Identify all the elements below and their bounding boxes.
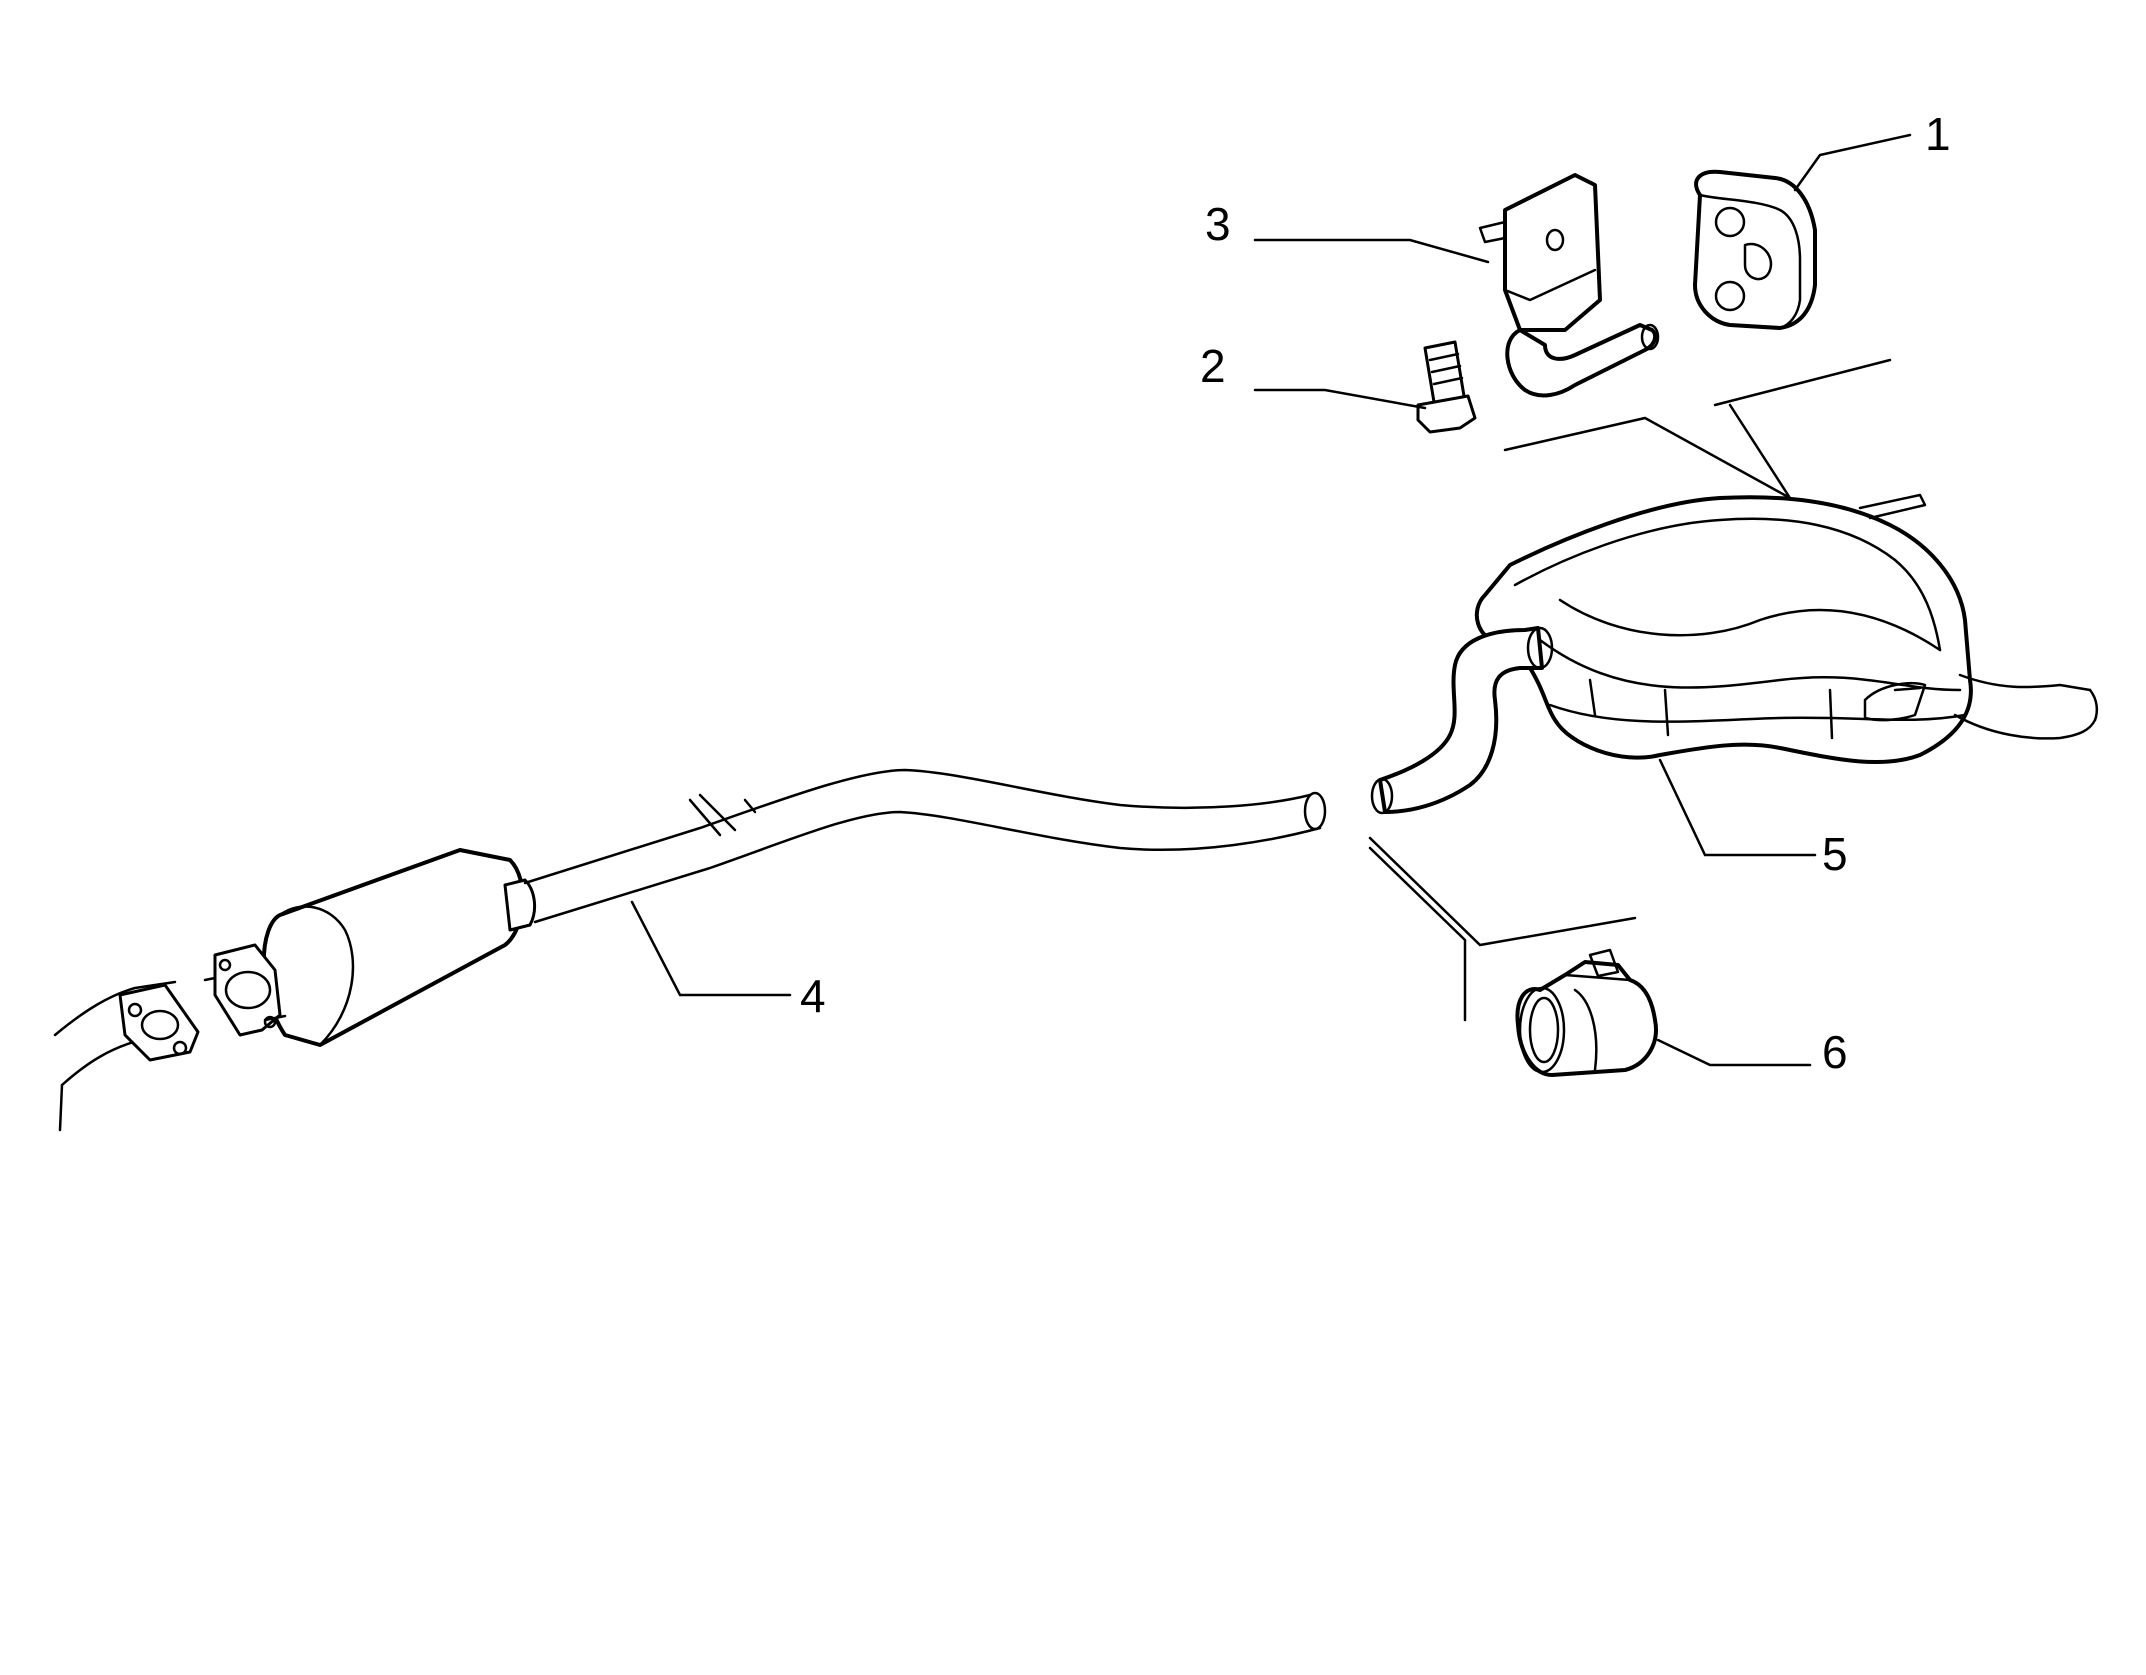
- callout-1: 1: [1925, 108, 1951, 160]
- leader-1: [1793, 133, 1912, 192]
- callout-6: 6: [1822, 1026, 1848, 1078]
- support-bracket: [1478, 173, 1660, 398]
- rear-muffler: [1474, 493, 2099, 765]
- leader-2: [1253, 388, 1427, 410]
- assembly-line-bottom: [1368, 836, 1637, 1022]
- callout-3: 3: [1205, 198, 1231, 250]
- callout-5: 5: [1822, 828, 1848, 880]
- callout-2: 2: [1200, 340, 1226, 392]
- leader-6: [1656, 1038, 1812, 1067]
- callout-4: 4: [800, 970, 826, 1022]
- callouts: 1 3 2 4 5 6: [800, 108, 1951, 1078]
- intermediate-pipe: [523, 768, 1327, 924]
- muffler-inlet-pipe: [1370, 626, 1554, 815]
- leader-5: [1658, 758, 1817, 857]
- rubber-mounting: [1693, 169, 1817, 330]
- particulate-filter: [203, 848, 537, 1047]
- bolt: [1416, 340, 1477, 434]
- leader-3: [1253, 238, 1490, 264]
- leader-4: [630, 900, 792, 997]
- pipe-clamp: [1515, 948, 1658, 1077]
- leader-lines: [630, 133, 1912, 1067]
- assembly-line-top: [1503, 358, 1892, 500]
- inlet-flange: [118, 983, 200, 1062]
